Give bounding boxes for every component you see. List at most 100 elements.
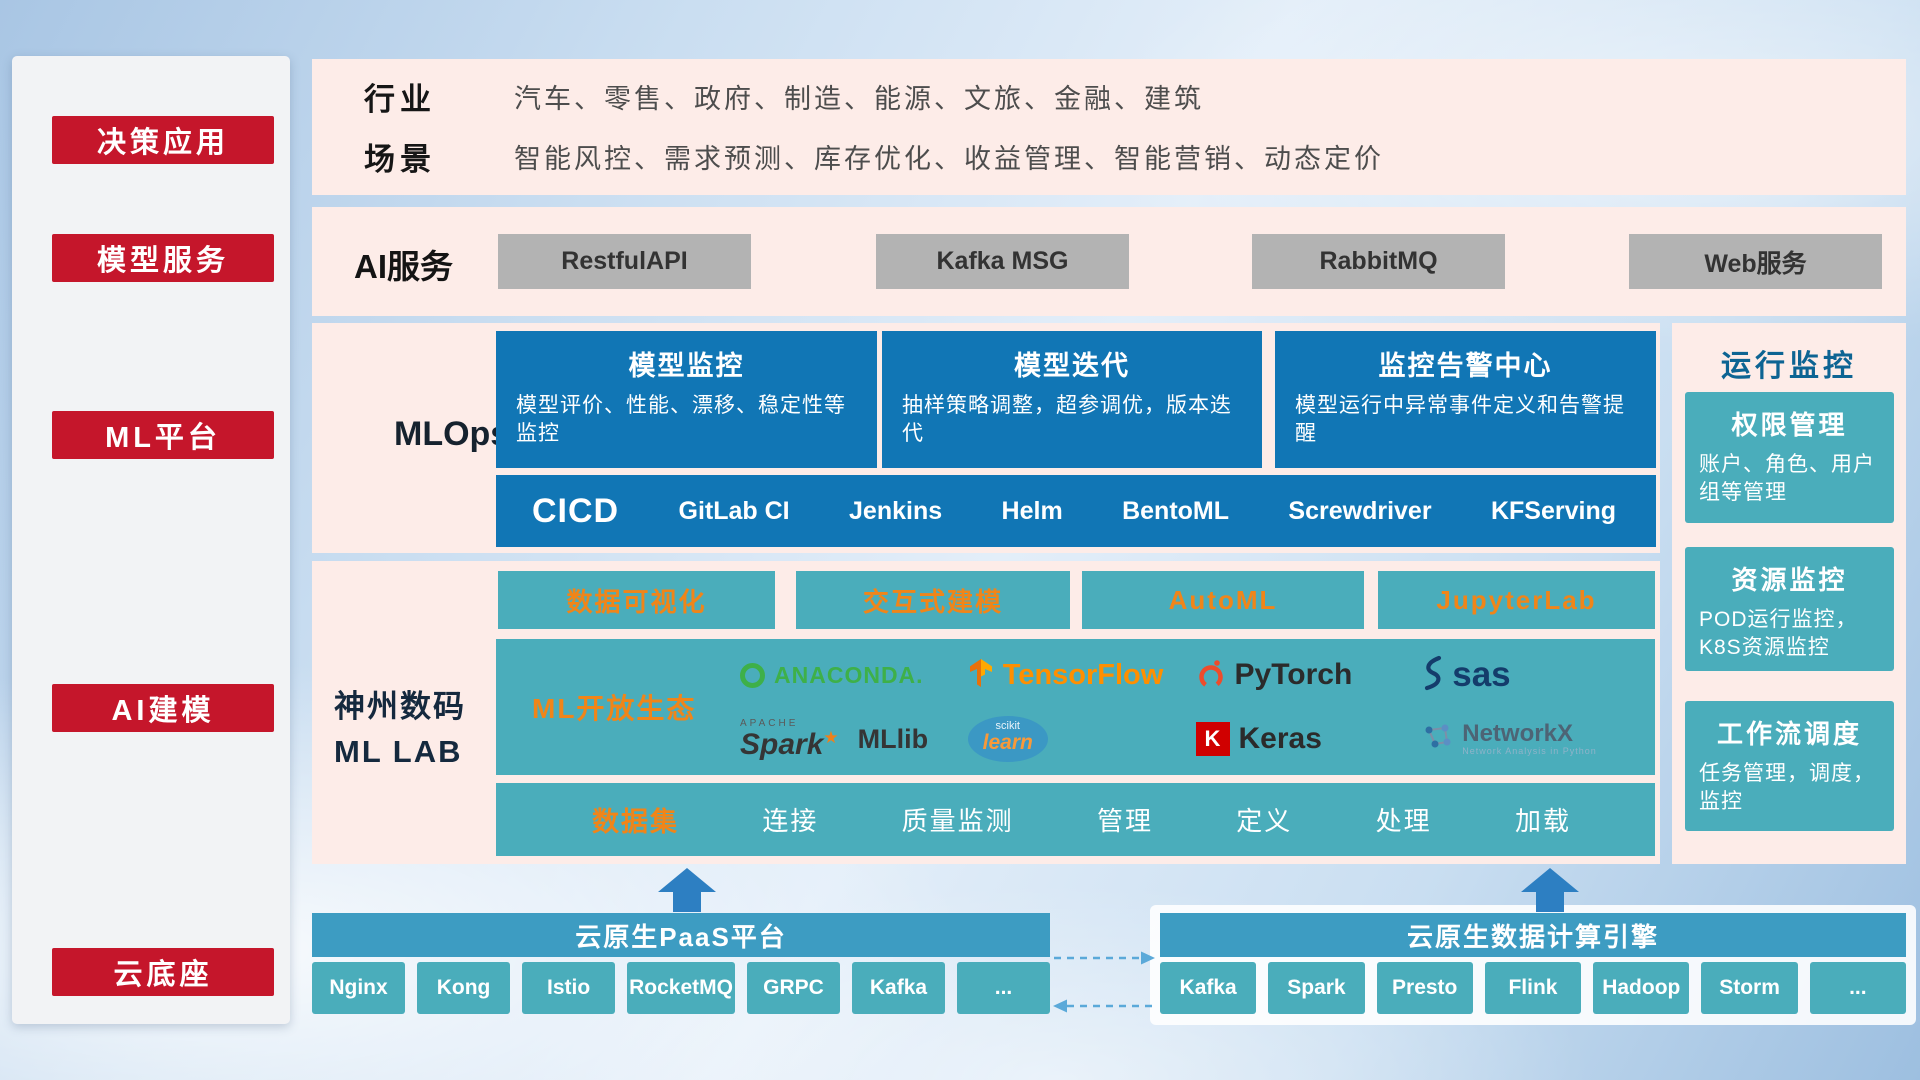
dataset-item-connect: 连接 — [762, 806, 819, 836]
industry-scenario-panel: 行业 汽车、零售、政府、制造、能源、文旅、金融、建筑 场景 智能风控、需求预测、… — [312, 59, 1906, 195]
storm-chip: Storm — [1701, 962, 1798, 1014]
runtime-monitoring-panel: 运行监控 权限管理 账户、角色、用户组等管理 资源监控 POD运行监控，K8S资… — [1672, 323, 1906, 864]
spark-wordmark: APACHE Spark★ — [740, 717, 839, 760]
rocketmq-chip: RocketMQ — [627, 962, 735, 1014]
spark-mllib-logo: APACHE Spark★ MLlib — [734, 717, 962, 760]
scikit-text: scikit — [995, 720, 1020, 732]
screwdriver-item: Screwdriver — [1288, 496, 1432, 525]
jupyterlab-chip: JupyterLab — [1378, 571, 1655, 629]
sidebar-item-model-service: 模型服务 — [52, 234, 274, 282]
helm-item: Helm — [1001, 496, 1063, 525]
pytorch-wordmark: PyTorch — [1234, 658, 1353, 691]
more-engine-chip: ... — [1809, 962, 1906, 1014]
engine-components: Kafka Spark Presto Flink Hadoop Storm ..… — [1160, 962, 1906, 1014]
dashed-arrow-left — [1052, 999, 1156, 1018]
rabbitmq-chip: RabbitMQ — [1252, 234, 1505, 289]
paas-components: Nginx Kong Istio RocketMQ GRPC Kafka ... — [312, 962, 1051, 1014]
ai-service-label: AI服务 — [354, 248, 453, 285]
sidebar-item-ml-platform: ML平台 — [52, 411, 274, 459]
kafka-chip: Kafka — [851, 962, 946, 1014]
tensorflow-wordmark: TensorFlow — [1002, 658, 1164, 691]
sas-wordmark: sas — [1452, 655, 1511, 694]
grpc-chip: GRPC — [746, 962, 840, 1014]
dataset-label: 数据集 — [592, 807, 679, 837]
ml-lab-title-line2: ML LAB — [334, 733, 463, 769]
more-chip: ... — [957, 962, 1051, 1014]
ml-lab-title-line1: 神州数码 — [334, 689, 466, 724]
resource-monitoring-card: 资源监控 POD运行监控，K8S资源监控 — [1685, 547, 1894, 671]
bentoml-item: BentoML — [1122, 496, 1230, 525]
keras-logo: K Keras — [1190, 722, 1418, 756]
ecosystem-label: ML开放生态 — [532, 693, 697, 724]
anaconda-logo: ANACONDA. — [734, 662, 962, 689]
data-visualization-chip: 数据可视化 — [498, 571, 775, 629]
spark-apache-text: APACHE — [740, 717, 799, 729]
card-desc: 任务管理，调度，监控 — [1699, 762, 1875, 814]
dataset-item-manage: 管理 — [1096, 806, 1153, 836]
card-desc: 账户、角色、用户组等管理 — [1699, 453, 1875, 505]
dataset-toolbar: 数据集 连接 质量监测 管理 定义 处理 加载 — [496, 783, 1655, 856]
networkx-logo: NetworkX Network Analysis in Python — [1417, 719, 1645, 757]
pytorch-icon — [1196, 657, 1226, 694]
istio-chip: Istio — [522, 962, 616, 1014]
pytorch-logo: PyTorch — [1190, 657, 1418, 694]
sas-logo: sas — [1417, 655, 1645, 696]
kafka-msg-chip: Kafka MSG — [876, 234, 1129, 289]
scenario-label: 场景 — [364, 141, 436, 177]
automl-chip: AutoML — [1082, 571, 1364, 629]
learn-text: learn — [982, 731, 1033, 754]
industry-list: 汽车、零售、政府、制造、能源、文旅、金融、建筑 — [514, 83, 1204, 114]
card-title: 模型迭代 — [1014, 351, 1130, 381]
dataset-item-quality: 质量监测 — [901, 806, 1014, 836]
kong-chip: Kong — [417, 962, 511, 1014]
runtime-monitoring-title: 运行监控 — [1721, 350, 1857, 383]
card-desc: 模型运行中异常事件定义和告警提醒 — [1295, 394, 1625, 446]
sidebar-item-ai-modeling: AI建模 — [52, 684, 274, 732]
ecosystem-logos: ANACONDA. TensorFlow — [734, 643, 1645, 771]
web-service-chip: Web服务 — [1629, 234, 1882, 289]
card-desc: 模型评价、性能、漂移、稳定性等监控 — [516, 394, 846, 446]
restful-api-chip: RestfulAPI — [498, 234, 751, 289]
scikit-learn-icon: scikit learn — [967, 716, 1048, 762]
ai-service-panel: AI服务 RestfulAPI Kafka MSG RabbitMQ Web服务 — [312, 207, 1906, 316]
card-title: 模型监控 — [628, 351, 745, 381]
nginx-chip: Nginx — [312, 962, 406, 1014]
industry-label: 行业 — [364, 81, 436, 117]
left-category-rail: 决策应用 模型服务 ML平台 AI建模 云底座 — [12, 56, 290, 1024]
ml-lab-title: 神州数码 ML LAB — [334, 685, 466, 775]
card-desc: POD运行监控，K8S资源监控 — [1699, 608, 1858, 660]
sidebar-item-decision-apps: 决策应用 — [52, 116, 274, 164]
permission-management-card: 权限管理 账户、角色、用户组等管理 — [1685, 392, 1894, 523]
tensorflow-logo: TensorFlow — [962, 658, 1190, 693]
dataset-item-define: 定义 — [1236, 806, 1293, 836]
networkx-icon — [1423, 722, 1453, 757]
workflow-scheduling-card: 工作流调度 任务管理，调度，监控 — [1685, 701, 1894, 831]
sas-icon — [1423, 655, 1443, 696]
dataset-item-process: 处理 — [1375, 806, 1432, 836]
networkx-wordmark: NetworkX — [1462, 719, 1573, 747]
cicd-label: CICD — [532, 491, 620, 530]
kafka-engine-chip: Kafka — [1160, 962, 1257, 1014]
data-engine-bar: 云原生数据计算引擎 — [1160, 913, 1906, 957]
up-arrow-paas — [658, 868, 716, 917]
sidebar-item-cloud-base: 云底座 — [52, 948, 274, 996]
gitlab-ci-item: GitLab CI — [678, 496, 790, 525]
model-iteration-card: 模型迭代 抽样策略调整，超参调优，版本迭代 — [882, 331, 1262, 468]
keras-wordmark: Keras — [1238, 722, 1322, 755]
jenkins-item: Jenkins — [849, 496, 943, 525]
mlops-panel: MLOps 模型监控 模型评价、性能、漂移、稳定性等监控 模型迭代 抽样策略调整… — [312, 323, 1660, 553]
anaconda-wordmark: ANACONDA. — [774, 661, 924, 688]
cicd-toolbar: CICD GitLab CI Jenkins Helm BentoML Scre… — [496, 475, 1656, 547]
paas-platform-bar: 云原生PaaS平台 — [312, 913, 1050, 957]
kfserving-item: KFServing — [1490, 496, 1616, 525]
tensorflow-icon — [968, 658, 994, 693]
networkx-subtitle: Network Analysis in Python — [1462, 746, 1597, 757]
presto-chip: Presto — [1376, 962, 1473, 1014]
interactive-modeling-chip: 交互式建模 — [796, 571, 1070, 629]
hadoop-chip: Hadoop — [1593, 962, 1690, 1014]
dashed-arrow-right — [1052, 951, 1156, 970]
mllib-wordmark: MLlib — [857, 723, 929, 754]
card-title: 资源监控 — [1731, 565, 1848, 595]
alert-center-card: 监控告警中心 模型运行中异常事件定义和告警提醒 — [1275, 331, 1656, 468]
